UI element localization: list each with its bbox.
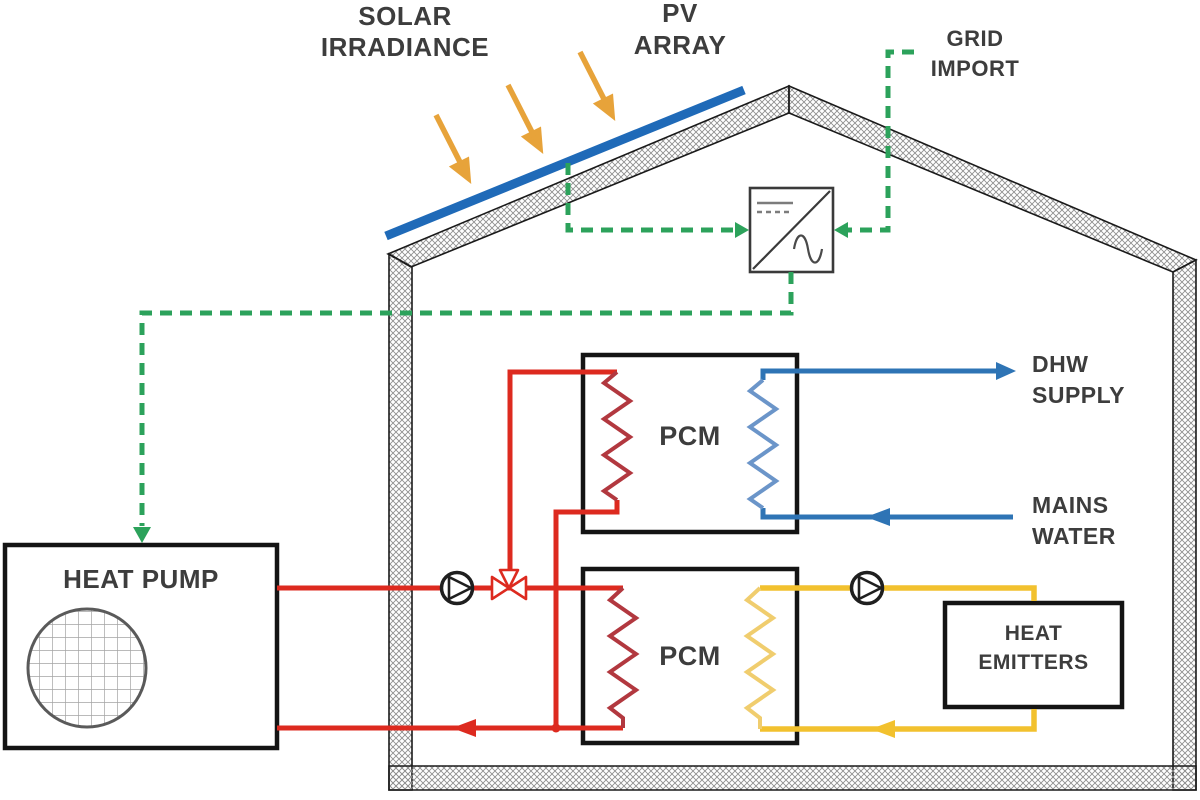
hp-valve-branch-pipe (507, 369, 617, 572)
pv-array-label: PV ARRAY (633, 0, 727, 60)
heat-pump-label: HEAT PUMP (63, 564, 219, 594)
pv-to-inverter-line (565, 163, 734, 233)
pcm-upper-label: PCM (659, 421, 721, 451)
heat-pump-circuit-pipes (277, 369, 623, 731)
pv-panel (384, 85, 746, 241)
coil-red-upper (600, 370, 634, 502)
pump-icon-left (439, 570, 475, 606)
dhw-supply-arrow (996, 362, 1016, 380)
roof-left (386, 84, 790, 268)
pcm-lower-label: PCM (659, 641, 721, 671)
coil-blue (746, 378, 780, 510)
mains-water-arrow (866, 508, 890, 526)
dhw-supply-pipe (760, 368, 998, 380)
mains-water-pipe (760, 508, 1013, 520)
roof-right (788, 84, 1198, 273)
pipe-junction-dot (551, 723, 561, 733)
dhw-supply-label: DHW SUPPLY (1032, 351, 1125, 408)
grid-import-line (848, 49, 914, 233)
floor (388, 765, 1197, 791)
electricity-lines (139, 49, 914, 526)
hp-upper-coil-return-pipe (553, 500, 620, 728)
heat-emitters-box (942, 600, 1125, 710)
three-way-valve-icon (490, 568, 528, 601)
emitter-return-arrow (871, 720, 895, 738)
solar-irradiance-arrows (433, 50, 616, 185)
pump-icon-right (849, 570, 885, 606)
fan-icon (26, 607, 148, 729)
emitter-supply-pipe (760, 585, 1037, 601)
coil-yellow (743, 586, 777, 729)
coil-red-lower (606, 586, 640, 728)
electricity-arrows (133, 222, 848, 543)
mains-water-label: MAINS WATER (1032, 492, 1116, 549)
emitter-return-pipe (760, 709, 1037, 732)
house-structure (386, 84, 1198, 791)
inverter-icon (748, 186, 835, 274)
inverter-to-heat-pump-line (139, 272, 794, 526)
heat-emitters-label: HEAT EMITTERS (978, 622, 1089, 674)
grid-import-label: GRID IMPORT (930, 26, 1020, 81)
wall-left (388, 252, 413, 791)
solar-irradiance-label: SOLAR IRRADIANCE (320, 1, 490, 62)
hp-return-arrow (452, 719, 476, 737)
water-pipes (760, 368, 1013, 520)
